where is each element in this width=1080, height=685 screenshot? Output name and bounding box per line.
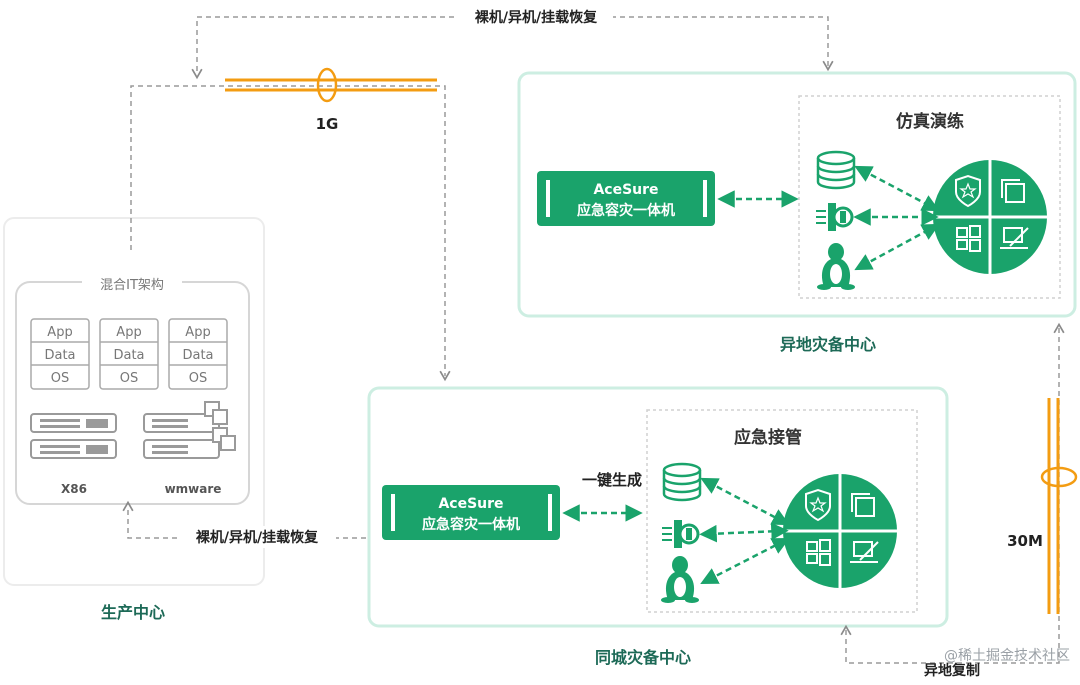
remote-copy-connector xyxy=(840,322,1065,664)
local-center-title: 同城灾备中心 xyxy=(595,648,691,667)
platform-x86-label: X86 xyxy=(61,482,87,496)
local-box-line1: AceSure xyxy=(438,496,503,512)
local-panel-title: 应急接管 xyxy=(734,427,802,448)
local-acesure-box: AceSure 应急容灾一体机 xyxy=(382,485,560,540)
local-linux-icon xyxy=(661,556,699,603)
local-database-icon xyxy=(662,462,702,502)
stack-2-os: OS xyxy=(120,371,138,386)
stack-3-app: App xyxy=(185,325,210,340)
stack-3: App Data OS xyxy=(168,318,228,390)
stack-1: App Data OS xyxy=(30,318,90,390)
production-center-title: 生产中心 xyxy=(101,603,165,622)
top-recovery-label: 裸机/异机/挂载恢复 xyxy=(475,9,598,26)
remote-box-line2: 应急容灾一体机 xyxy=(577,202,675,219)
stack-1-os: OS xyxy=(51,371,69,386)
link-30m-indicator xyxy=(1040,398,1078,614)
stack-2: App Data OS xyxy=(99,318,159,390)
remote-database-icon xyxy=(816,150,856,190)
x86-server-icon xyxy=(30,413,117,459)
local-windows-logo-icon xyxy=(806,539,831,566)
watermark-text: @稀土掘金技术社区 xyxy=(944,648,1070,664)
bandwidth-30m-label: 30M xyxy=(1007,532,1043,550)
stack-2-data: Data xyxy=(113,348,144,363)
remote-vm-shield-icon xyxy=(816,203,854,231)
hybrid-it-title: 混合IT架构 xyxy=(100,278,164,293)
bottom-recovery-connector xyxy=(122,500,366,539)
remote-panel-title: 仿真演练 xyxy=(896,111,964,132)
remote-windows-logo-icon xyxy=(956,225,981,252)
remote-center-title: 异地灾备中心 xyxy=(780,335,876,354)
stack-1-app: App xyxy=(47,325,72,340)
one-click-generate-label: 一键生成 xyxy=(582,471,642,489)
stack-1-data: Data xyxy=(44,348,75,363)
local-box-line2: 应急容灾一体机 xyxy=(422,516,520,533)
hybrid-it-frame xyxy=(15,281,250,505)
bandwidth-1g-label: 1G xyxy=(316,115,339,133)
platform-vmware-label: wmware xyxy=(165,482,222,496)
remote-os-circle xyxy=(933,160,1047,274)
remote-linux-to-circle xyxy=(854,223,940,271)
stack-3-os: OS xyxy=(189,371,207,386)
production-to-local-connector xyxy=(130,85,451,382)
remote-copy-label: 异地复制 xyxy=(924,662,980,679)
remote-laptop-edit-icon xyxy=(1000,227,1029,249)
local-vm-to-circle xyxy=(699,522,789,543)
local-linux-to-circle xyxy=(700,538,790,584)
link-1g-indicator xyxy=(225,67,437,103)
remote-box-line1: AceSure xyxy=(593,182,658,198)
remote-acesure-box: AceSure 应急容灾一体机 xyxy=(537,171,715,226)
vmware-server-icon xyxy=(143,401,236,459)
remote-db-to-circle xyxy=(854,165,940,212)
bottom-recovery-label: 裸机/异机/挂载恢复 xyxy=(196,529,319,546)
stack-2-app: App xyxy=(116,325,141,340)
local-shield-star-icon xyxy=(805,488,831,522)
local-db-to-circle xyxy=(700,477,790,526)
remote-linux-icon xyxy=(817,243,855,290)
remote-shield-star-icon xyxy=(955,174,981,208)
stack-3-data: Data xyxy=(182,348,213,363)
local-vm-shield-icon xyxy=(662,520,700,548)
local-os-circle xyxy=(783,474,897,588)
remote-windows-stack-icon xyxy=(1001,179,1025,203)
